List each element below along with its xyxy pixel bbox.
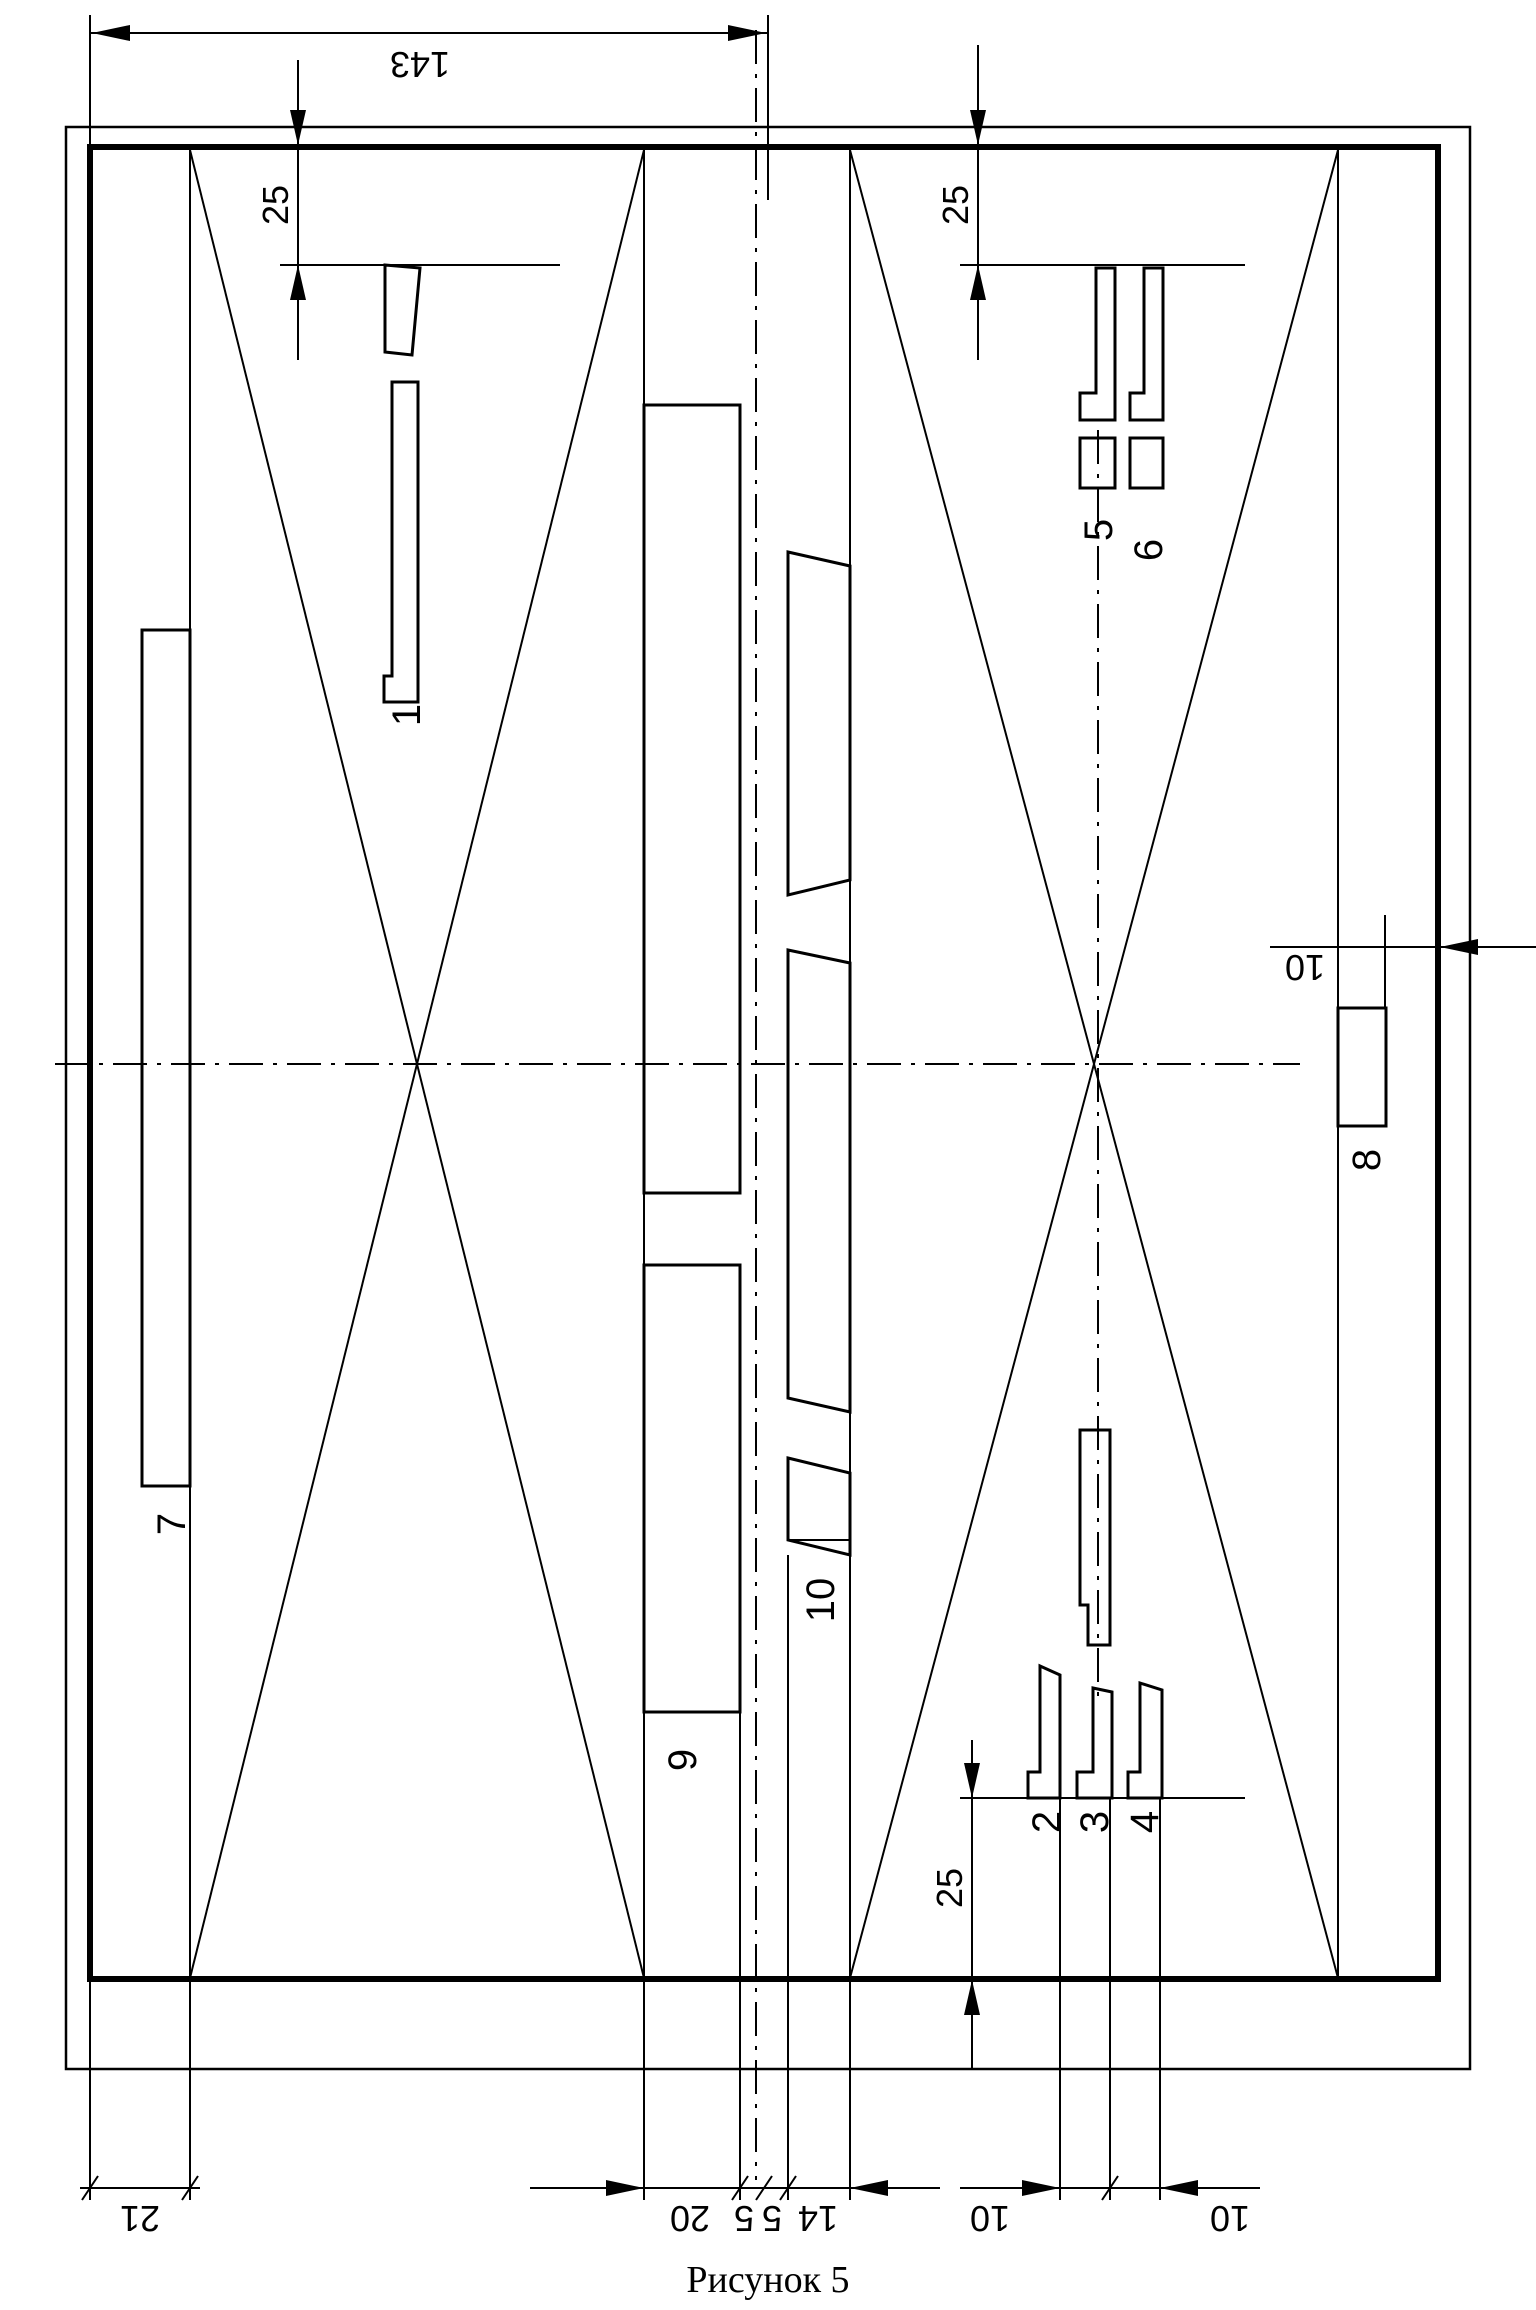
dim-chain-tick-3	[779, 2175, 797, 2201]
component-5-dashes	[1078, 436, 1117, 490]
inner-frame	[87, 144, 1441, 1982]
dim-gap-5a-text: 5	[734, 2198, 754, 2239]
label-10: 10	[799, 1578, 843, 1623]
dim-25-tr-text: 25	[935, 185, 976, 225]
component-3-strip	[1075, 1686, 1114, 1800]
component-4-strip	[1126, 1680, 1164, 1800]
dim-10-right-text: 10	[1285, 947, 1325, 988]
component-1-long	[382, 380, 420, 704]
dim-chain-arrow-right	[850, 2180, 888, 2196]
dim-gap-14-text: 14	[798, 2198, 838, 2239]
slanted-block-1	[786, 550, 852, 897]
dim-25-tl-arrow-bottom	[290, 265, 306, 300]
dim-gap-20-text: 20	[670, 2198, 710, 2239]
dim-10-br-text: 10	[1210, 2198, 1250, 2239]
dim-143-arrow-right	[728, 25, 766, 41]
dim-143-text: 143	[390, 44, 450, 85]
component-1-top	[383, 263, 422, 357]
dim-10-bl-arrow	[1022, 2180, 1060, 2196]
label-1: 1	[385, 704, 429, 726]
dim-10-bl-text: 10	[970, 2198, 1010, 2239]
dim-10-br-arrow	[1160, 2180, 1198, 2196]
dim-chain-tick-2	[755, 2175, 773, 2201]
dim-21-text: 21	[120, 2198, 160, 2239]
dim-25-tl-text: 25	[255, 185, 296, 225]
dim-25-b-arrow-bottom	[964, 1980, 980, 2015]
slanted-block-10	[786, 1456, 852, 1557]
label-7: 7	[150, 1513, 194, 1535]
dim-25-tr-arrow-bottom	[970, 265, 986, 300]
component-2-strip	[1026, 1663, 1062, 1800]
label-6: 6	[1127, 539, 1171, 561]
component-6-strip	[1128, 266, 1165, 422]
box-9-top	[642, 403, 742, 1195]
dim-25-tr-arrow-top	[970, 110, 986, 145]
component-6-dashes	[1128, 436, 1165, 490]
label-4: 4	[1123, 1811, 1167, 1833]
dim-25-b-text: 25	[929, 1868, 970, 1908]
right-panel-diagonal-b	[849, 149, 1339, 1979]
label-5: 5	[1077, 519, 1121, 541]
figure-caption: Рисунок 5	[686, 2259, 850, 2301]
label-3: 3	[1073, 1811, 1117, 1833]
component-5-strip	[1078, 266, 1117, 422]
box-8	[1336, 1006, 1388, 1128]
box-7	[140, 628, 192, 1488]
dim-10-right-arrow	[1440, 939, 1478, 955]
dim-gap-5b-text: 5	[762, 2198, 782, 2239]
outer-frame	[64, 125, 1472, 2071]
dim-21-tick-a	[81, 2175, 99, 2201]
component-stepped	[1078, 1428, 1112, 1647]
technical-drawing: 143 25 25 25 10 21 20 5 5 14 10	[55, 15, 1536, 2239]
label-8: 8	[1345, 1149, 1389, 1171]
dim-21-tick-b	[181, 2175, 199, 2201]
dim-25-tl-arrow-top	[290, 110, 306, 145]
slanted-block-2	[786, 948, 852, 1414]
dim-25-b-arrow-top	[964, 1763, 980, 1798]
dim-chain-arrow-left	[606, 2180, 644, 2196]
label-2: 2	[1025, 1811, 1069, 1833]
dim-143-arrow-left	[92, 25, 130, 41]
label-9: 9	[661, 1749, 705, 1771]
box-9-bottom	[642, 1263, 742, 1714]
dim-chain-tick-1	[731, 2175, 749, 2201]
